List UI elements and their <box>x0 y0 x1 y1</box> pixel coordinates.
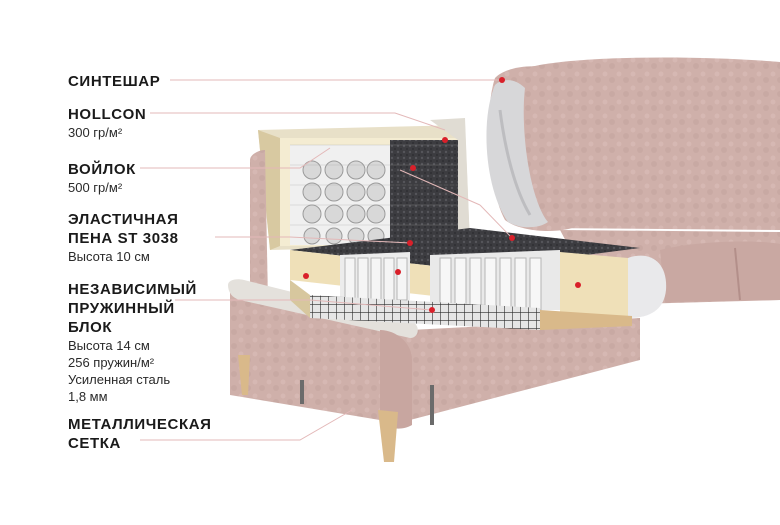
pointer-dot <box>395 269 401 275</box>
pointer-dot <box>410 165 416 171</box>
label-hollcon: HOLLCON 300 гр/м² <box>68 105 146 141</box>
label-detail: Высота 14 см <box>68 338 150 353</box>
pointer-dot <box>499 77 505 83</box>
label-title-line: ПРУЖИННЫЙ <box>68 300 175 317</box>
label-title-line: ПЕНА ST 3038 <box>68 230 179 247</box>
pointer-dot <box>303 273 309 279</box>
pointer-dot <box>575 282 581 288</box>
label-spring-block: НЕЗАВИСИМЫЙ ПРУЖИННЫЙ БЛОК Высота 14 см … <box>68 280 197 405</box>
label-title: СИНТЕШАР <box>68 73 161 90</box>
sofa-legs <box>238 355 434 462</box>
label-detail: 300 гр/м² <box>68 125 123 140</box>
pointer-dots <box>303 77 581 313</box>
label-title-line: БЛОК <box>68 319 113 336</box>
label-detail: Высота 10 см <box>68 249 150 264</box>
label-detail: Усиленная сталь <box>68 372 171 387</box>
label-detail: 256 пружин/м² <box>68 355 155 370</box>
leader-lines <box>140 79 513 441</box>
seat-cutaway <box>290 228 667 330</box>
label-elastic-foam: ЭЛАСТИЧНАЯ ПЕНА ST 3038 Высота 10 см <box>68 210 179 265</box>
label-title: ВОЙЛОК <box>68 161 136 178</box>
pointer-dot <box>509 235 515 241</box>
backrest-cutaway <box>258 118 470 250</box>
label-detail: 500 гр/м² <box>68 180 123 195</box>
pointer-dot <box>442 137 448 143</box>
synthetic-pillow <box>486 66 580 232</box>
pointer-dot <box>429 307 435 313</box>
label-metal-mesh: МЕТАЛЛИЧЕСКАЯ СЕТКА <box>68 415 212 453</box>
label-voylok: ВОЙЛОК 500 гр/м² <box>68 160 136 196</box>
label-title-line: ЭЛАСТИЧНАЯ <box>68 211 179 228</box>
pointer-dot <box>407 240 413 246</box>
label-title: HOLLCON <box>68 106 147 123</box>
label-sinteshar: СИНТЕШАР <box>68 72 160 91</box>
label-title-line: МЕТАЛЛИЧЕСКАЯ <box>68 416 212 433</box>
label-detail: 1,8 мм <box>68 389 108 404</box>
label-title-line: СЕТКА <box>68 435 121 452</box>
label-title-line: НЕЗАВИСИМЫЙ <box>68 281 197 298</box>
